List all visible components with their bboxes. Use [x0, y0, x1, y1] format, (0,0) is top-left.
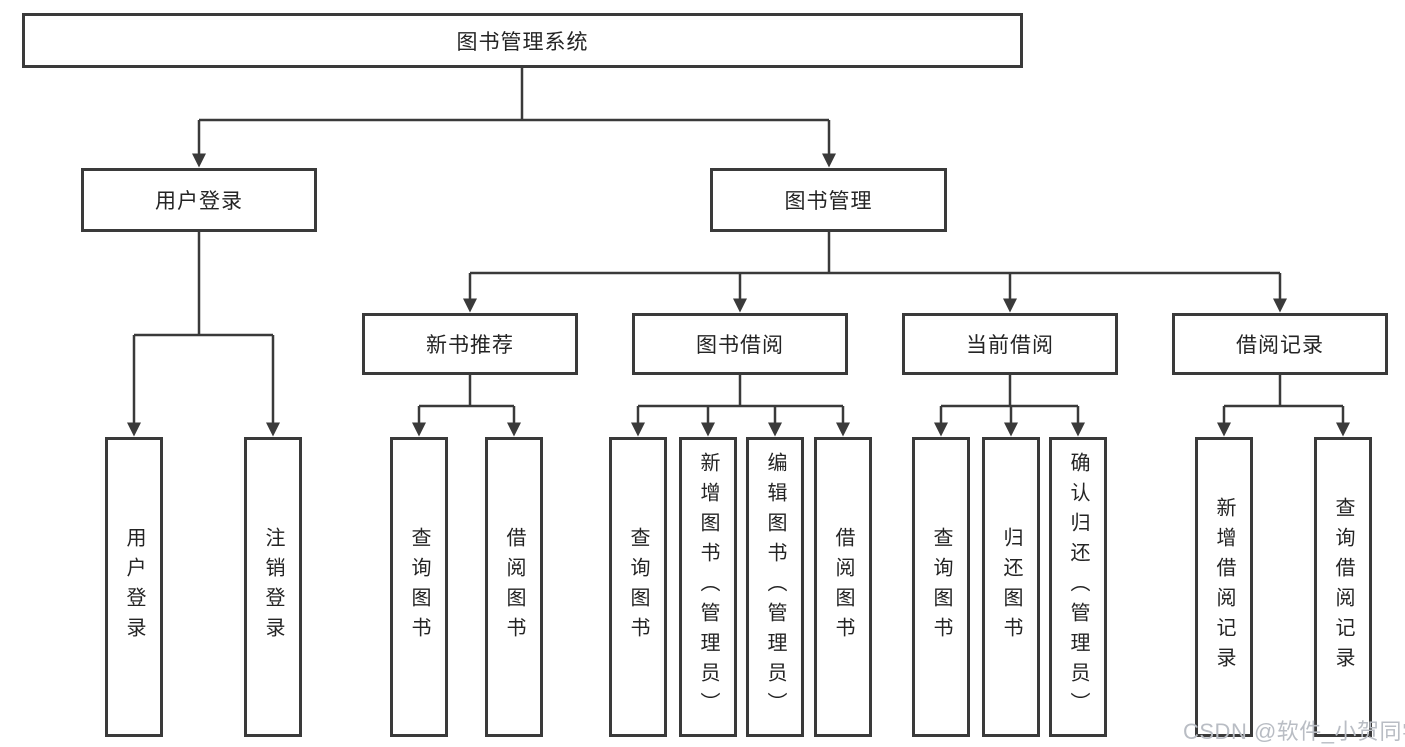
leaf-label: 新增图书（管理员） — [697, 452, 719, 722]
node-root-system: 图书管理系统 — [22, 13, 1023, 68]
leaf-label: 借阅图书 — [832, 527, 854, 647]
leaf-add-borrow-record: 新增借阅记录 — [1195, 437, 1253, 737]
connector-book-management — [463, 232, 1287, 313]
connector-user-login — [127, 232, 280, 437]
node-borrow-records: 借阅记录 — [1172, 313, 1388, 375]
leaf-label: 确认归还（管理员） — [1067, 452, 1089, 722]
node-label: 图书借阅 — [696, 334, 784, 357]
leaf-edit-books-admin: 编辑图书（管理员） — [746, 437, 804, 737]
leaf-user-login: 用户登录 — [105, 437, 163, 737]
leaf-label: 编辑图书（管理员） — [764, 452, 786, 722]
leaf-label: 查询借阅记录 — [1332, 497, 1354, 677]
connector-current-borrowing — [934, 375, 1085, 437]
node-label: 新书推荐 — [426, 334, 514, 357]
leaf-logout-login: 注销登录 — [244, 437, 302, 737]
leaf-label: 用户登录 — [123, 527, 145, 647]
node-label: 用户登录 — [155, 190, 243, 213]
node-label: 图书管理系统 — [456, 30, 589, 54]
leaf-return-books: 归还图书 — [982, 437, 1040, 737]
connector-new-book-recommendation — [412, 375, 521, 437]
watermark-text: CSDN @软件_小贺同学 — [1183, 719, 1405, 744]
node-current-borrowing: 当前借阅 — [902, 313, 1118, 375]
node-book-management: 图书管理 — [710, 168, 947, 232]
connector-root — [192, 68, 836, 168]
leaf-label: 归还图书 — [1000, 527, 1022, 647]
leaf-label: 注销登录 — [262, 527, 284, 647]
connector-borrow-records — [1217, 375, 1350, 437]
node-label: 当前借阅 — [966, 334, 1054, 357]
leaf-confirm-return-admin: 确认归还（管理员） — [1049, 437, 1107, 737]
leaf-query-borrow-record: 查询借阅记录 — [1314, 437, 1372, 737]
leaf-query-books: 查询图书 — [390, 437, 448, 737]
leaf-borrow-books: 借阅图书 — [485, 437, 543, 737]
node-user-login: 用户登录 — [81, 168, 317, 232]
leaf-label: 查询图书 — [627, 527, 649, 647]
node-book-borrowing: 图书借阅 — [632, 313, 848, 375]
leaf-add-books-admin: 新增图书（管理员） — [679, 437, 737, 737]
leaf-label: 借阅图书 — [503, 527, 525, 647]
connector-book-borrowing — [631, 375, 850, 437]
node-label: 图书管理 — [784, 190, 873, 213]
leaf-query-books: 查询图书 — [609, 437, 667, 737]
leaf-label: 新增借阅记录 — [1213, 497, 1235, 677]
leaf-label: 查询图书 — [930, 527, 952, 647]
node-label: 借阅记录 — [1236, 334, 1324, 357]
leaf-borrow-books: 借阅图书 — [814, 437, 872, 737]
leaf-label: 查询图书 — [408, 527, 430, 647]
leaf-query-books: 查询图书 — [912, 437, 970, 737]
node-new-book-recommendation: 新书推荐 — [362, 313, 578, 375]
